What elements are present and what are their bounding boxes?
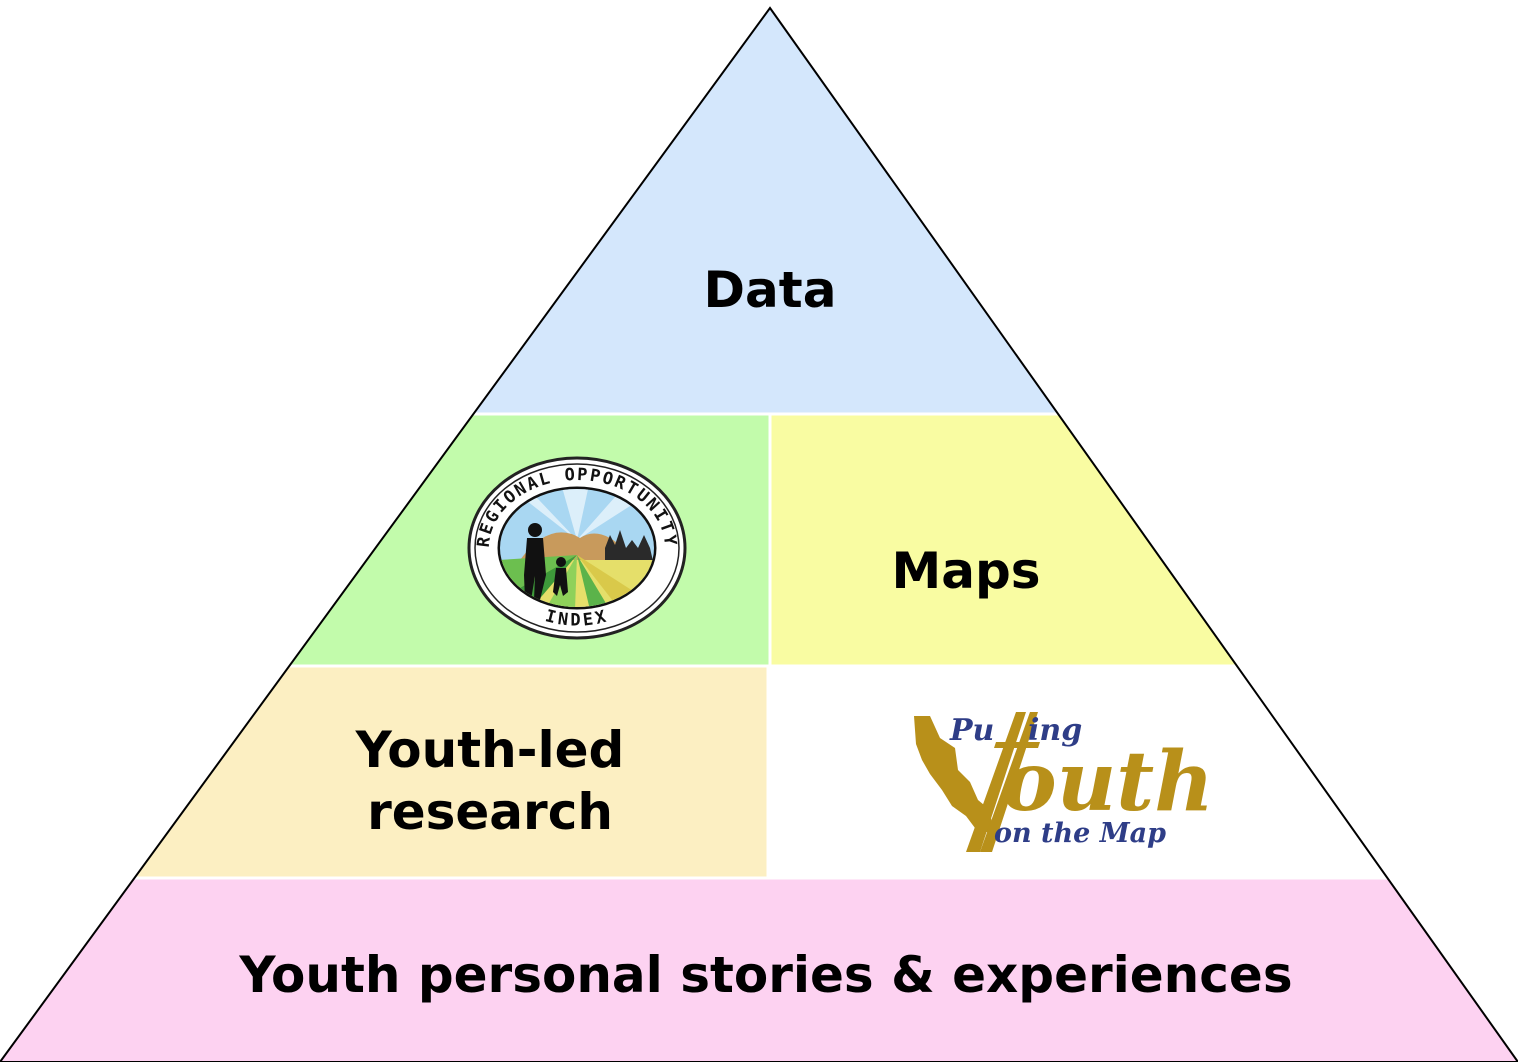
- youth-led-label-line1: Youth-led: [355, 721, 625, 779]
- putting-youth-on-the-map-logo: Pu ing outh on the Map: [914, 712, 1214, 852]
- california-shape: [914, 716, 993, 832]
- base-tier: [0, 878, 1518, 1062]
- logo-word-ing: ing: [1028, 713, 1082, 748]
- maps-label: Maps: [891, 542, 1040, 600]
- logo-word-outh: outh: [1002, 734, 1214, 830]
- youth-led-label-line2: research: [367, 783, 613, 841]
- data-tier: [0, 8, 1518, 414]
- logo-stroke: [994, 742, 1040, 748]
- data-label: Data: [704, 261, 837, 319]
- regional-opportunity-index-logo: REGIONAL OPPORTUNITY INDEX: [467, 456, 687, 640]
- pyramid-outline: [0, 6, 1518, 1062]
- youth-stories-label: Youth personal stories & experiences: [238, 946, 1292, 1004]
- logo-word-pu: Pu: [949, 713, 994, 748]
- maps-tier: [770, 414, 1518, 666]
- logo-word-on-the-map: on the Map: [994, 818, 1166, 849]
